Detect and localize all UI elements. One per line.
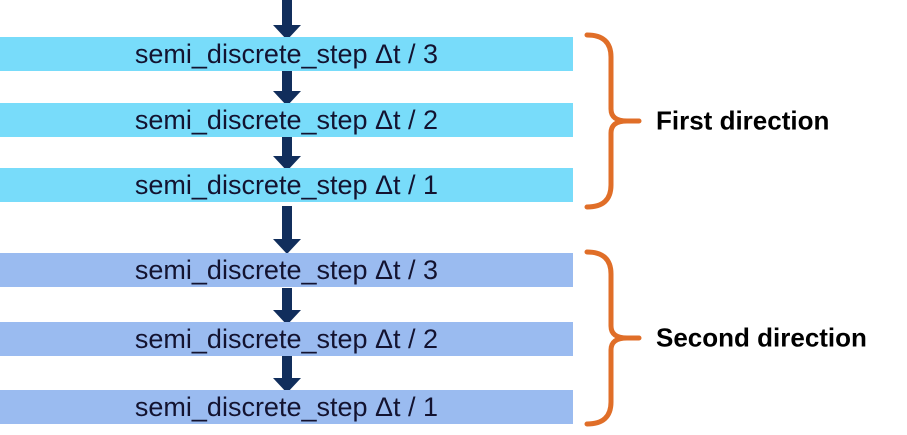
arrow-down-icon bbox=[273, 206, 301, 254]
arrow-down-icon bbox=[273, 137, 301, 171]
arrow-down-icon bbox=[273, 356, 301, 393]
curly-brace-icon bbox=[584, 249, 642, 427]
group-label-second-direction: Second direction bbox=[656, 322, 867, 353]
step-bar: semi_discrete_step Δt / 2 bbox=[0, 322, 573, 356]
curly-brace-icon bbox=[584, 32, 642, 210]
step-bar: semi_discrete_step Δt / 3 bbox=[0, 253, 573, 287]
arrow-down-icon bbox=[273, 0, 301, 40]
step-bar: semi_discrete_step Δt / 1 bbox=[0, 390, 573, 424]
group-label-first-direction: First direction bbox=[656, 105, 830, 136]
step-bar: semi_discrete_step Δt / 1 bbox=[0, 168, 573, 202]
arrow-down-icon bbox=[273, 288, 301, 325]
step-bar: semi_discrete_step Δt / 2 bbox=[0, 103, 573, 137]
arrow-down-icon bbox=[273, 71, 301, 106]
step-bar: semi_discrete_step Δt / 3 bbox=[0, 37, 573, 71]
